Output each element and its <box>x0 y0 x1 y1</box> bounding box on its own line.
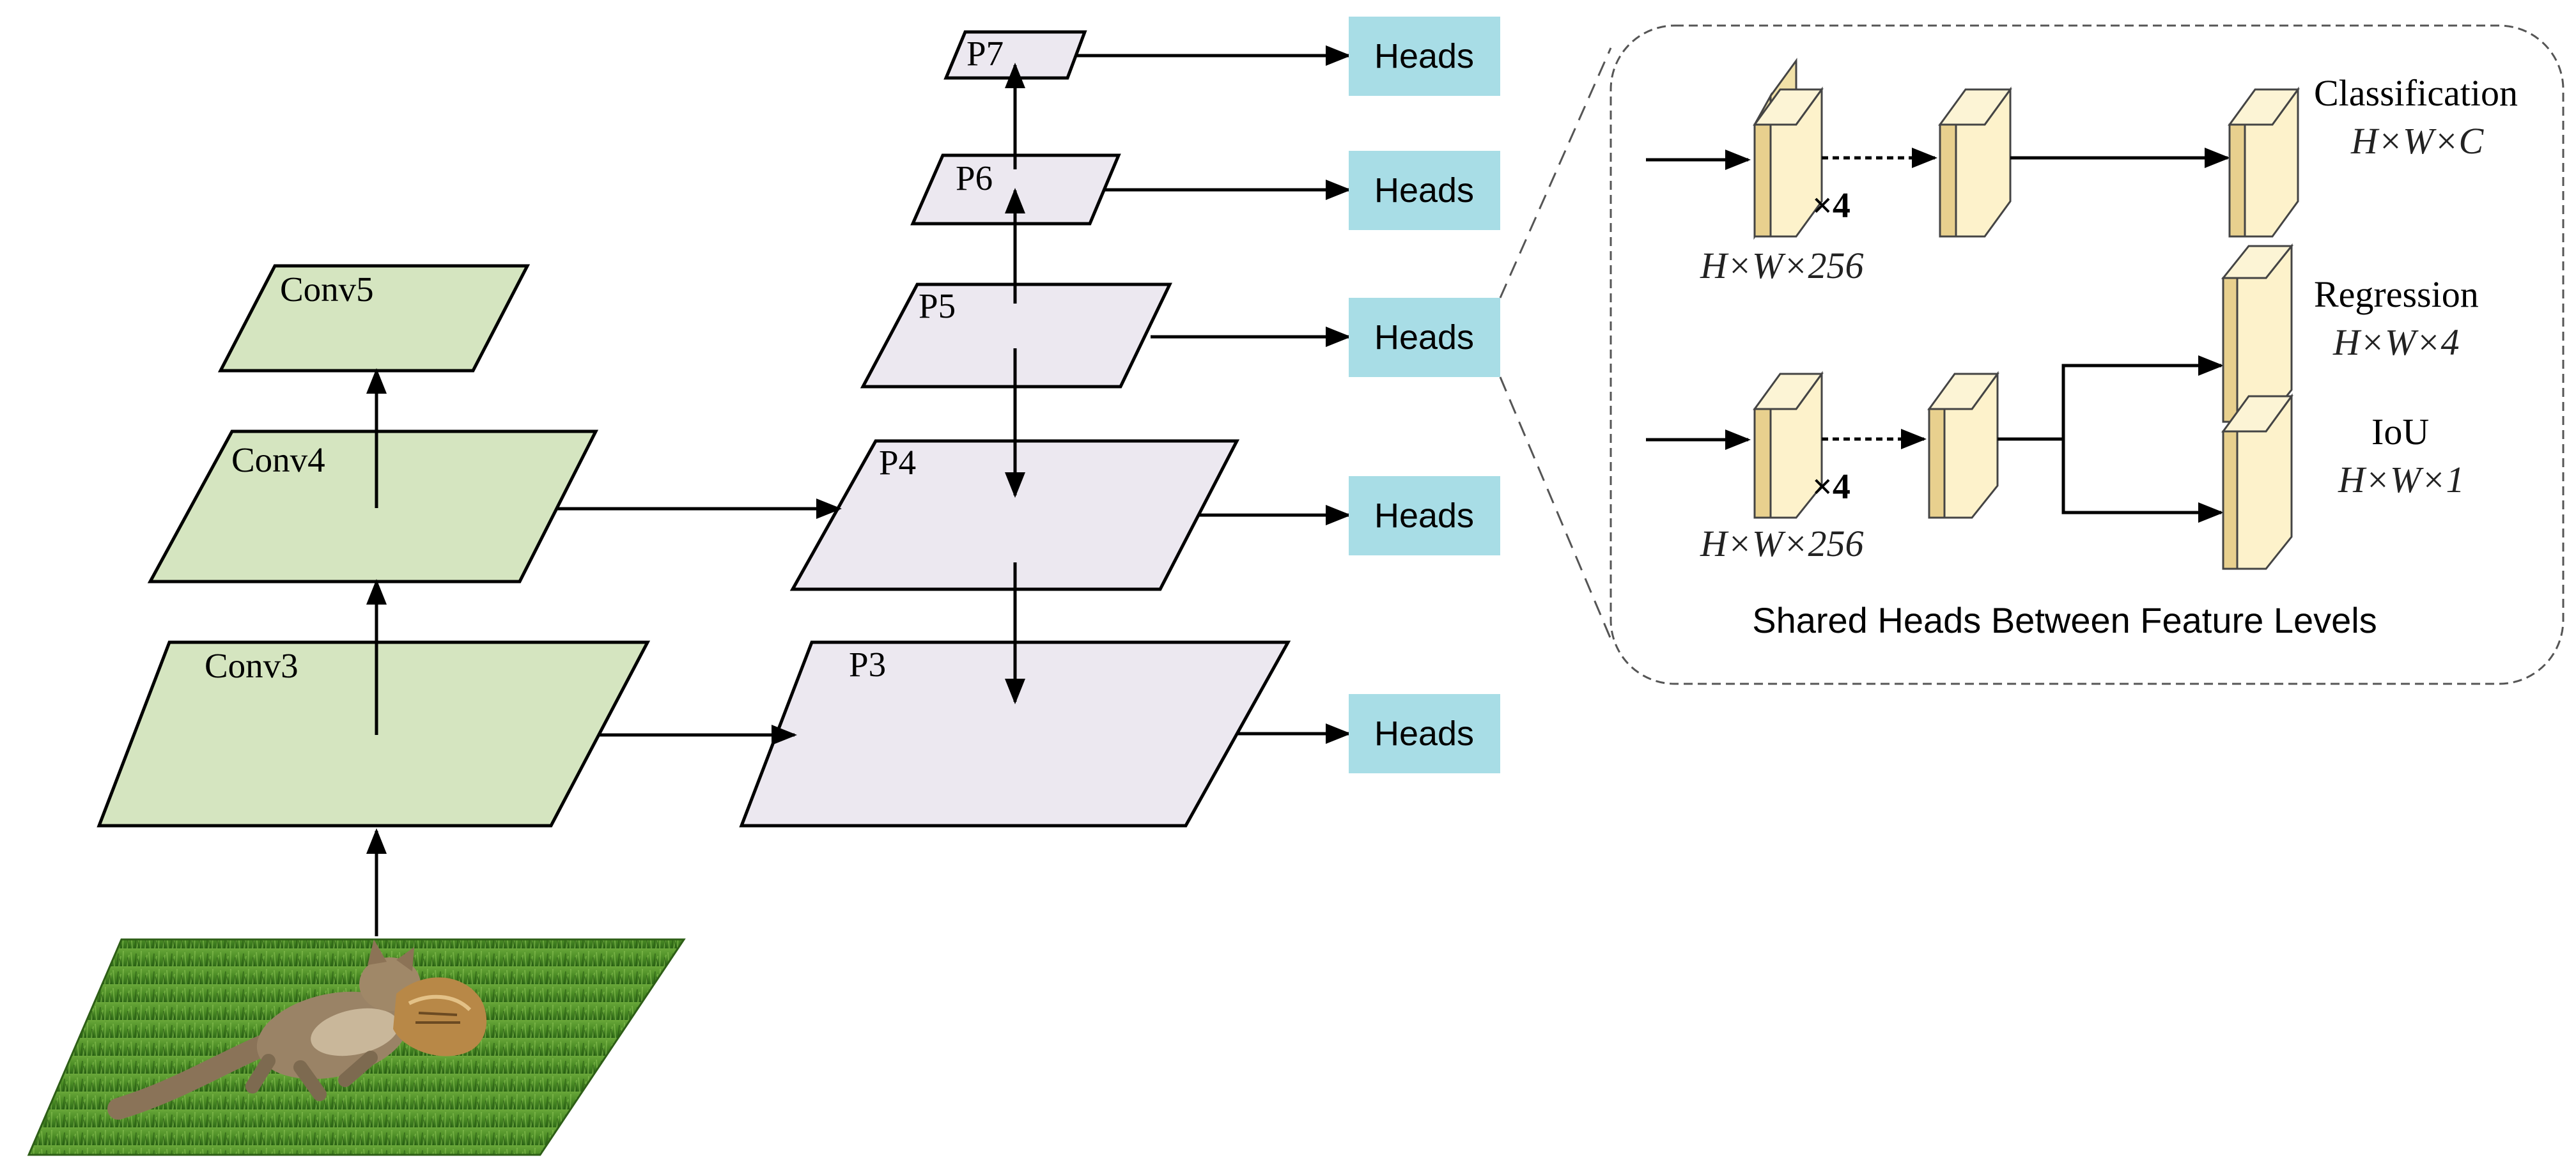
conv4-label: Conv4 <box>231 440 325 479</box>
heads-p3-label: Heads <box>1374 714 1474 753</box>
regression-dim: H×W×4 <box>2332 321 2459 363</box>
reg-feature-dim: H×W×256 <box>1700 523 1863 564</box>
pyramid-p3: P3 <box>739 640 1291 828</box>
iou-output-block <box>2221 393 2293 570</box>
cls-feature-dim: H×W×256 <box>1700 245 1863 286</box>
iou-output-arrow <box>2061 439 2224 523</box>
classification-dim: H×W×C <box>2350 120 2484 162</box>
zoom-line-bottom <box>1499 376 1612 640</box>
reg-conv-block-1 <box>1753 371 1824 519</box>
p4-label: P4 <box>879 443 916 482</box>
heads-p4: Heads <box>1349 476 1500 555</box>
regression-label: Regression <box>2314 274 2479 315</box>
pyramid-p4: P4 <box>789 439 1240 591</box>
conv5-label: Conv5 <box>280 270 374 309</box>
heads-p7: Heads <box>1349 17 1500 96</box>
backbone-conv4: Conv4 <box>147 429 599 583</box>
p3-label: P3 <box>849 645 886 684</box>
cls-conv-block-1 <box>1753 58 1824 240</box>
panel-border <box>1610 24 2564 685</box>
heads-p5-label: Heads <box>1374 318 1474 357</box>
reg-conv-block-2 <box>1927 371 1999 519</box>
p7-label: P7 <box>966 34 1004 73</box>
shared-heads-panel: ×4 H×W×256 Classification H×W×C <box>1610 24 2564 685</box>
panel-caption: Shared Heads Between Feature Levels <box>1752 600 2377 640</box>
zoom-line-top <box>1499 47 1612 298</box>
zoom-lines <box>1499 47 1612 640</box>
heads-p3: Heads <box>1349 694 1500 773</box>
cat-on-grass-photo-icon <box>107 939 487 1120</box>
pyramid-p5: P5 <box>860 282 1172 389</box>
classification-branch: ×4 H×W×256 Classification H×W×C <box>1646 58 2518 286</box>
head-arrows <box>1075 45 1351 744</box>
input-image <box>27 938 686 1156</box>
backbone-conv3: Conv3 <box>97 640 651 828</box>
heads-p6: Heads <box>1349 151 1500 230</box>
iou-dim: H×W×1 <box>2338 459 2464 500</box>
reg-repeat-label: ×4 <box>1812 467 1851 507</box>
heads-p5: Heads <box>1349 298 1500 377</box>
cls-conv-block-2 <box>1938 86 2012 238</box>
cls-repeat-label: ×4 <box>1812 186 1851 226</box>
heads-p7-label: Heads <box>1374 37 1474 75</box>
reg-output-arrow <box>1998 355 2224 441</box>
backbone-conv5: Conv5 <box>217 264 531 373</box>
p5-label: P5 <box>919 286 956 325</box>
cls-output-block <box>2228 86 2300 238</box>
lateral-arrows <box>556 498 842 745</box>
heads-p6-label: Heads <box>1374 171 1474 210</box>
pyramid-p7: P7 <box>943 30 1087 80</box>
regression-output-block <box>2221 243 2294 423</box>
heads-p4-label: Heads <box>1374 497 1474 535</box>
regression-branch: ×4 H×W×256 Regression H×W×4 IoU H×W×1 <box>1646 243 2479 570</box>
iou-label: IoU <box>2371 411 2429 452</box>
p6-label: P6 <box>956 158 993 197</box>
conv3-label: Conv3 <box>205 646 299 685</box>
classification-label: Classification <box>2314 72 2518 114</box>
